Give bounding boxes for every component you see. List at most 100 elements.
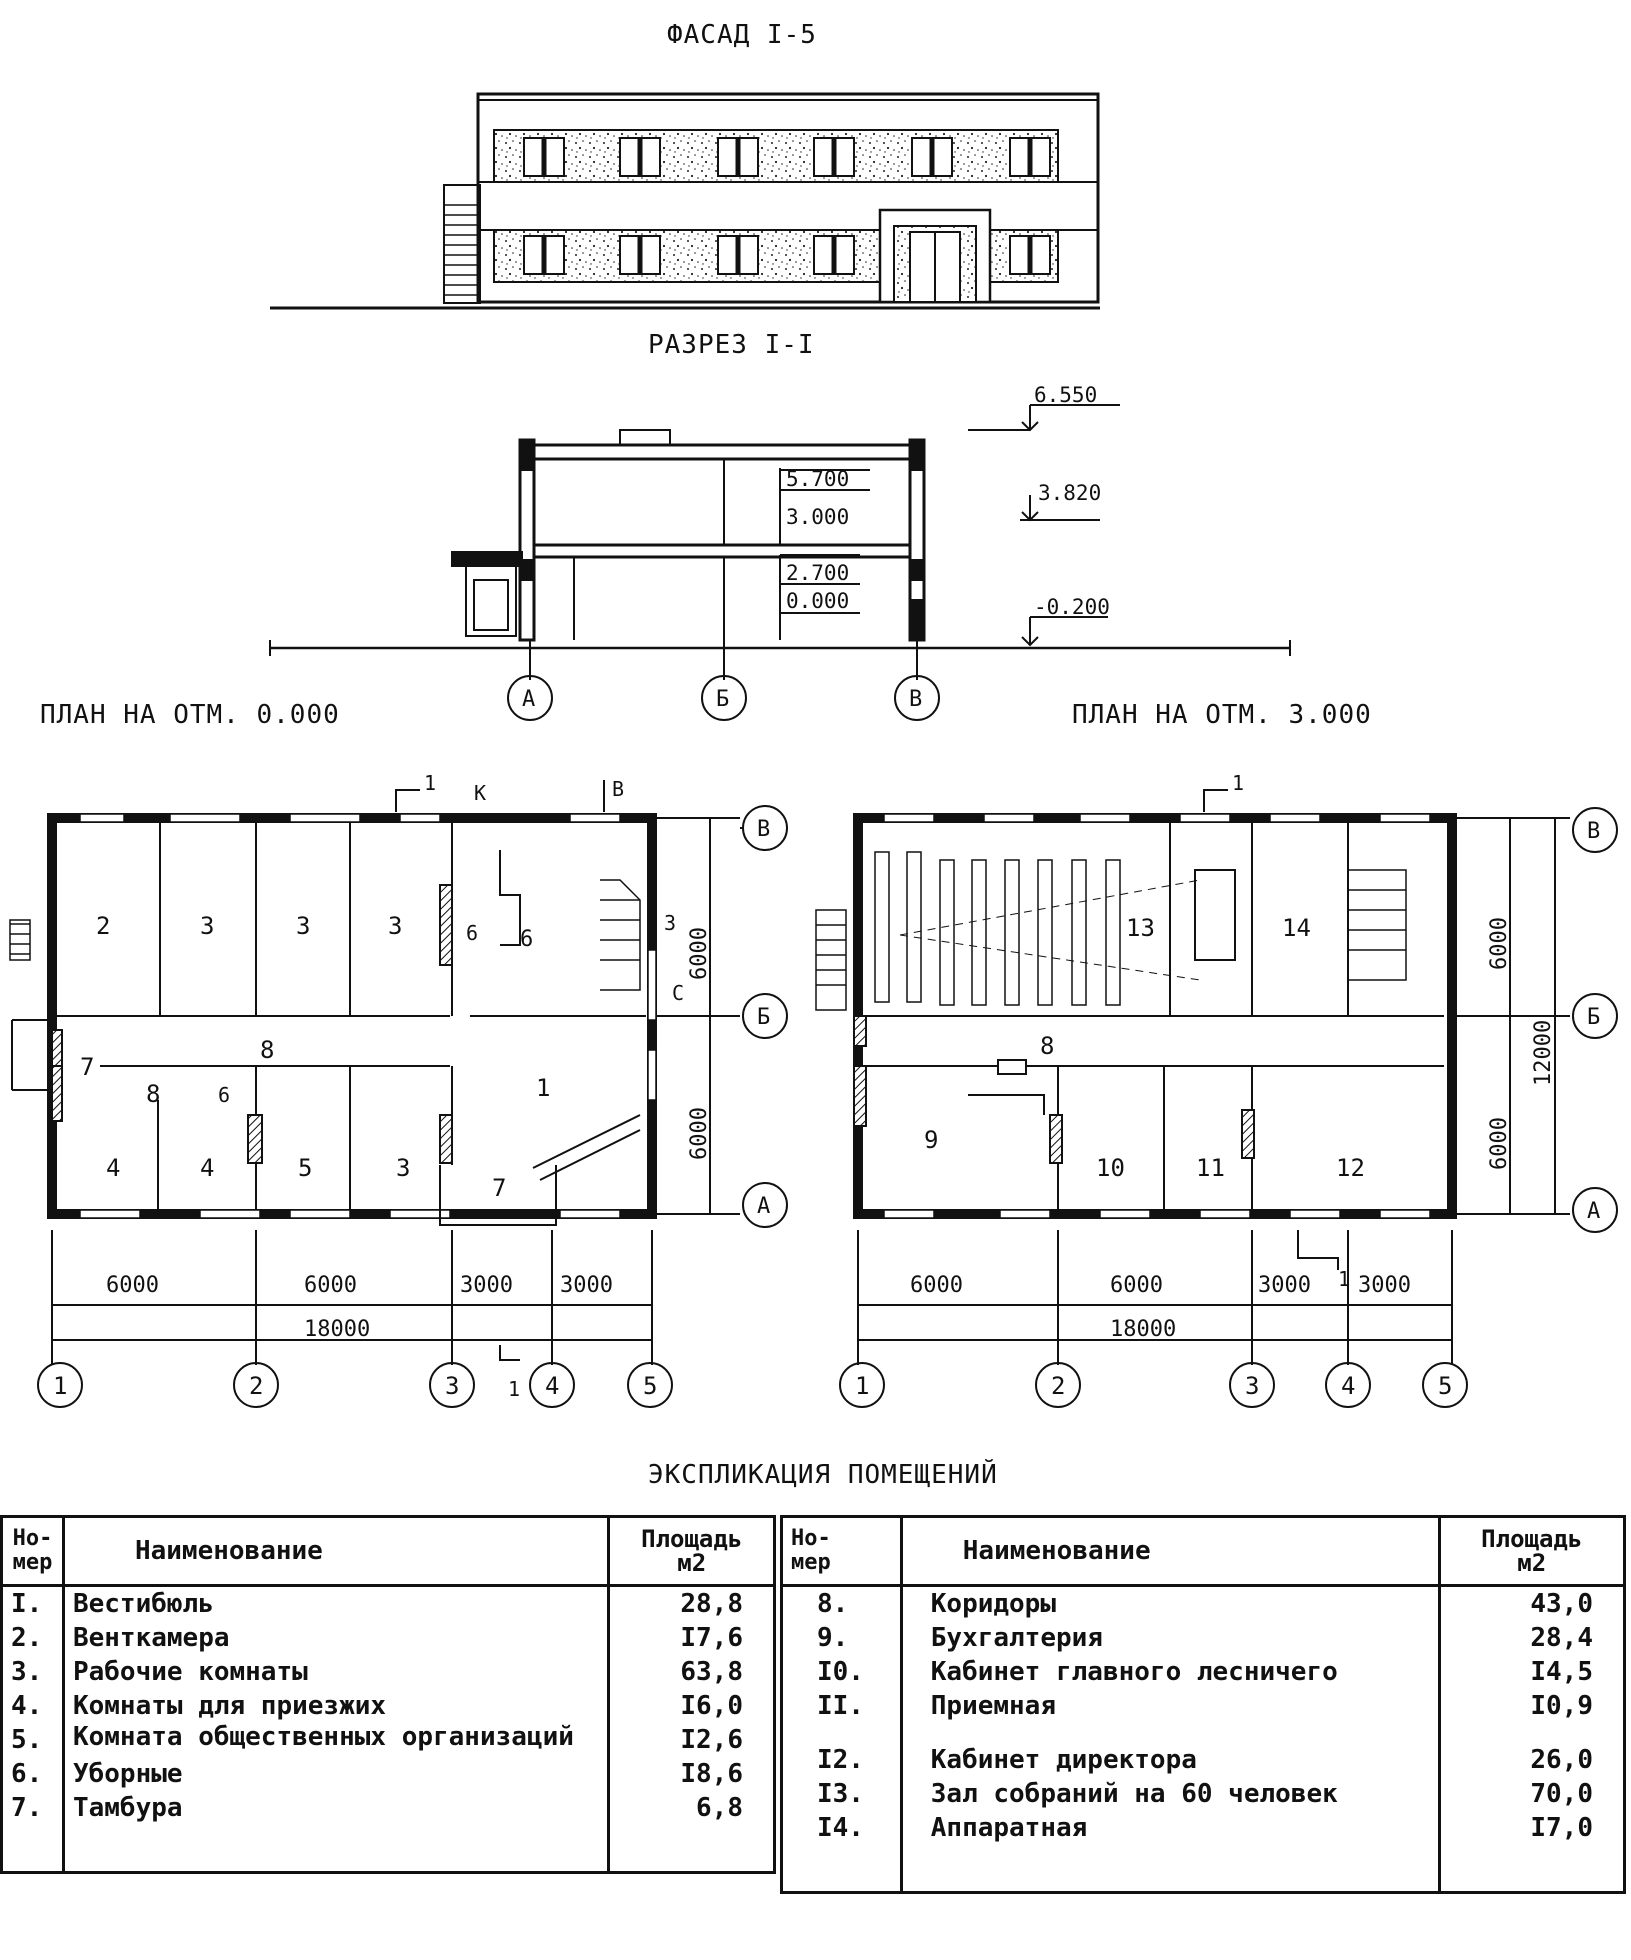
u-axis-5: 5 [1438, 1372, 1452, 1400]
axis-5: 5 [643, 1372, 657, 1400]
room-3b: 3 [296, 912, 310, 940]
mark-s: С [672, 981, 684, 1005]
u-axis-b: Б [1587, 1005, 1600, 1030]
u-dim-6000-lower: 6000 [1487, 1117, 1512, 1170]
elev-0000: 0.000 [786, 589, 849, 613]
section-axis-a: А [522, 687, 535, 712]
section-axis-b: Б [716, 687, 729, 712]
elev-2700: 2.700 [786, 561, 849, 585]
elev-minus-0200: -0.200 [1034, 595, 1110, 619]
u-dim-6000a: 6000 [910, 1273, 963, 1298]
dim-3000a: 3000 [460, 1273, 513, 1298]
u-dim-12000: 12000 [1531, 1020, 1556, 1086]
dim-6000a: 6000 [106, 1273, 159, 1298]
room-11: 11 [1196, 1154, 1225, 1182]
room-4b: 4 [200, 1154, 214, 1182]
room-6b: 6 [520, 927, 533, 952]
axis-4: 4 [545, 1372, 559, 1400]
mark-k: К [474, 781, 486, 805]
u-dim-18000: 18000 [1110, 1317, 1176, 1342]
dim-18000: 18000 [304, 1317, 370, 1342]
room-2: 2 [96, 912, 110, 940]
elev-3820: 3.820 [1038, 481, 1101, 505]
plan-ground-labels: 2 3 3 3 6 6 7 8 8 6 1 4 4 5 3 7 6000 600… [53, 771, 770, 1401]
axis-b: Б [757, 1005, 770, 1030]
axis-2: 2 [249, 1372, 263, 1400]
plan-upper [815, 789, 1618, 1408]
schedule-title: ЭКСПЛИКАЦИЯ ПОМЕЩЕНИЙ [648, 1460, 998, 1490]
axis-1: 1 [53, 1372, 67, 1400]
mark-1-bottom: 1 [508, 1377, 520, 1401]
axis-a: А [757, 1194, 770, 1219]
axis-3: 3 [445, 1372, 459, 1400]
room-7a: 7 [80, 1053, 94, 1081]
elev-6550: 6.550 [1034, 383, 1097, 407]
room-7b: 7 [492, 1174, 506, 1202]
header-num-right: Но- мер [780, 1515, 903, 1587]
u-axis-3: 3 [1245, 1372, 1259, 1400]
dim-6000-upper: 6000 [687, 927, 712, 980]
facade-title: ФАСАД I-5 [667, 20, 817, 50]
room-8: 8 [1040, 1032, 1054, 1060]
schedule-left: Но- мер Наименование Площадь м2 I.Вестиб… [0, 1515, 776, 1874]
header-num: Но- мер [0, 1515, 65, 1587]
schedule-right: Но- мер Наименование Площадь м2 8.Коридо… [780, 1515, 1627, 1894]
room-8b: 8 [146, 1080, 160, 1108]
header-name: Наименование [61, 1515, 611, 1587]
room-10: 10 [1096, 1154, 1125, 1182]
dim-3000b: 3000 [560, 1273, 613, 1298]
u-mark-1-top: 1 [1232, 771, 1244, 795]
mark-z: З [664, 911, 676, 935]
room-8a: 8 [260, 1036, 274, 1064]
room-1: 1 [536, 1074, 550, 1102]
u-dim-3000a: 3000 [1258, 1273, 1311, 1298]
mark-1-top: 1 [424, 771, 436, 795]
plan-upper-title: ПЛАН НА ОТМ. 3.000 [1072, 700, 1372, 730]
u-dim-3000b: 3000 [1358, 1273, 1411, 1298]
room-13: 13 [1126, 914, 1155, 942]
u-dim-6000-upper: 6000 [1487, 917, 1512, 970]
elev-5700: 5.700 [786, 467, 849, 491]
u-dim-6000b: 6000 [1110, 1273, 1163, 1298]
u-axis-2: 2 [1051, 1372, 1065, 1400]
building-section [269, 404, 1291, 721]
u-axis-1: 1 [855, 1372, 869, 1400]
mark-v: В [612, 777, 624, 801]
room-5: 5 [298, 1154, 312, 1182]
elev-3000: 3.000 [786, 505, 849, 529]
room-9: 9 [924, 1126, 938, 1154]
section-title: РАЗРЕЗ I-I [648, 330, 815, 360]
plan-ground-title: ПЛАН НА ОТМ. 0.000 [40, 700, 340, 730]
u-axis-a: А [1587, 1199, 1600, 1224]
room-12: 12 [1336, 1154, 1365, 1182]
room-3a: 3 [200, 912, 214, 940]
plan-upper-labels: 13 14 8 9 10 11 12 6000 6000 3000 3000 1… [855, 771, 1600, 1400]
room-6a: 6 [466, 921, 478, 945]
plan-ground [9, 780, 788, 1408]
u-axis-v: В [1587, 819, 1600, 844]
room-4a: 4 [106, 1154, 120, 1182]
room-3d: 3 [396, 1154, 410, 1182]
section-axis-v: В [909, 687, 922, 712]
dim-6000-lower: 6000 [687, 1107, 712, 1160]
dim-6000b: 6000 [304, 1273, 357, 1298]
axis-v: В [757, 817, 770, 842]
header-area-right: Площадь м2 [1437, 1515, 1627, 1587]
header-name-right: Наименование [899, 1515, 1441, 1587]
section-elevation-labels: 6.550 5.700 3.000 3.820 2.700 0.000 -0.2… [522, 383, 1110, 712]
header-area: Площадь м2 [607, 1515, 776, 1587]
